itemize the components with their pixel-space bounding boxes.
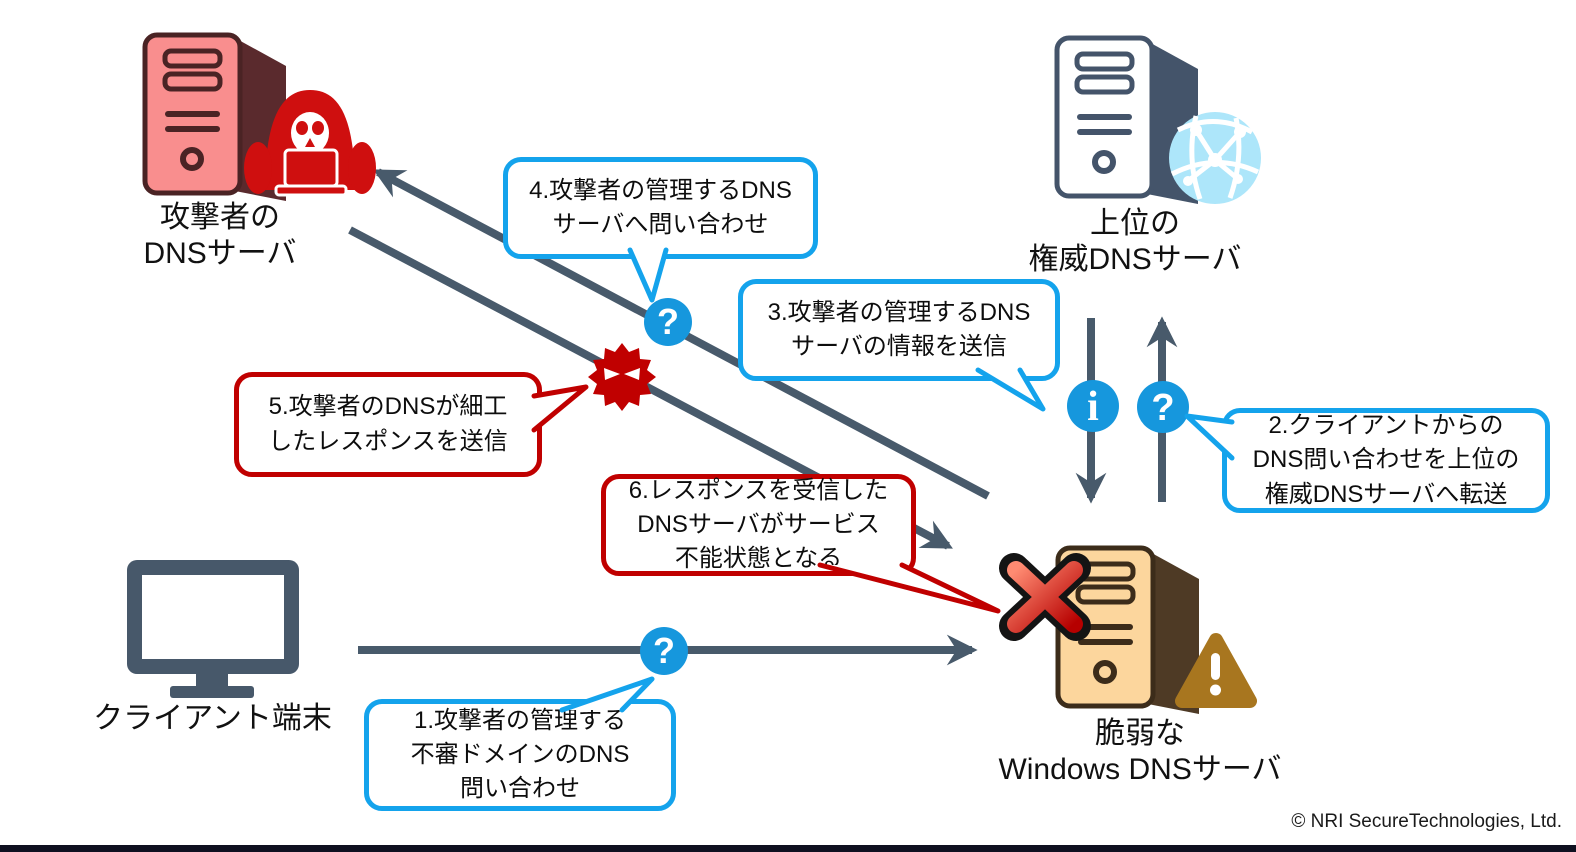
monitor-icon xyxy=(127,560,299,698)
svg-text:?: ? xyxy=(653,630,675,671)
hacker-icon xyxy=(244,90,376,197)
globe-icon xyxy=(1169,112,1261,204)
bottom-border-bar xyxy=(0,845,1576,852)
callout-step5: 5.攻撃者のDNSが細工 したレスポンスを送信 xyxy=(234,372,542,477)
question-icon: ? xyxy=(644,298,692,346)
client-terminal-label: クライアント端末 xyxy=(93,702,332,735)
svg-text:?: ? xyxy=(657,301,679,342)
vulnerable-windows-dns-server-label: 脆弱な Windows DNSサーバ xyxy=(998,717,1282,786)
devil-icon xyxy=(588,343,656,411)
callout-step1: 1.攻撃者の管理する 不審ドメインのDNS 問い合わせ xyxy=(364,699,676,811)
callout-step2: 2.クライアントからの DNS問い合わせを上位の 権威DNSサーバへ転送 xyxy=(1222,408,1550,513)
info-icon: i xyxy=(1067,380,1119,432)
question-icon: ? xyxy=(640,627,688,675)
attacker-dns-server-label: 攻撃者の DNSサーバ xyxy=(143,201,297,270)
question-icon: ? xyxy=(1137,381,1189,433)
callout-step6: 6.レスポンスを受信した DNSサーバがサービス 不能状態となる xyxy=(601,474,916,576)
server-tower-icon xyxy=(1054,35,1198,204)
svg-text:i: i xyxy=(1087,384,1099,430)
server-tower-icon xyxy=(1055,545,1199,714)
warning-triangle-icon xyxy=(1175,633,1257,708)
svg-text:?: ? xyxy=(1151,387,1174,429)
authoritative-dns-server-label: 上位の 権威DNSサーバ xyxy=(1028,207,1242,276)
copyright-text: © NRI SecureTechnologies, Ltd. xyxy=(1291,811,1562,832)
callout-step4: 4.攻撃者の管理するDNS サーバへ問い合わせ xyxy=(503,157,818,259)
cross-mark-icon xyxy=(999,553,1091,641)
callout-step3: 3.攻撃者の管理するDNS サーバの情報を送信 xyxy=(738,279,1060,381)
